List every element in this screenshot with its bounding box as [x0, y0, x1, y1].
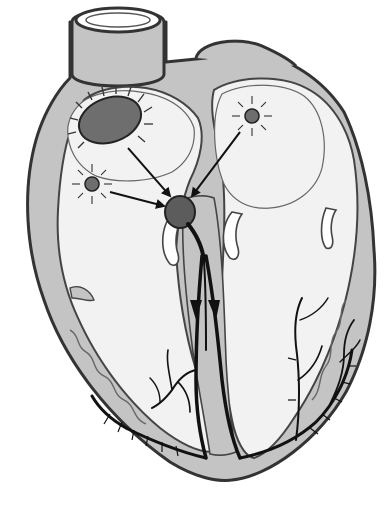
av-node — [165, 196, 195, 228]
atrial-focus-right — [232, 96, 272, 136]
aorta-inner-ring — [86, 13, 150, 27]
atrial-focus-left — [72, 164, 112, 204]
left-atrium — [215, 85, 325, 208]
